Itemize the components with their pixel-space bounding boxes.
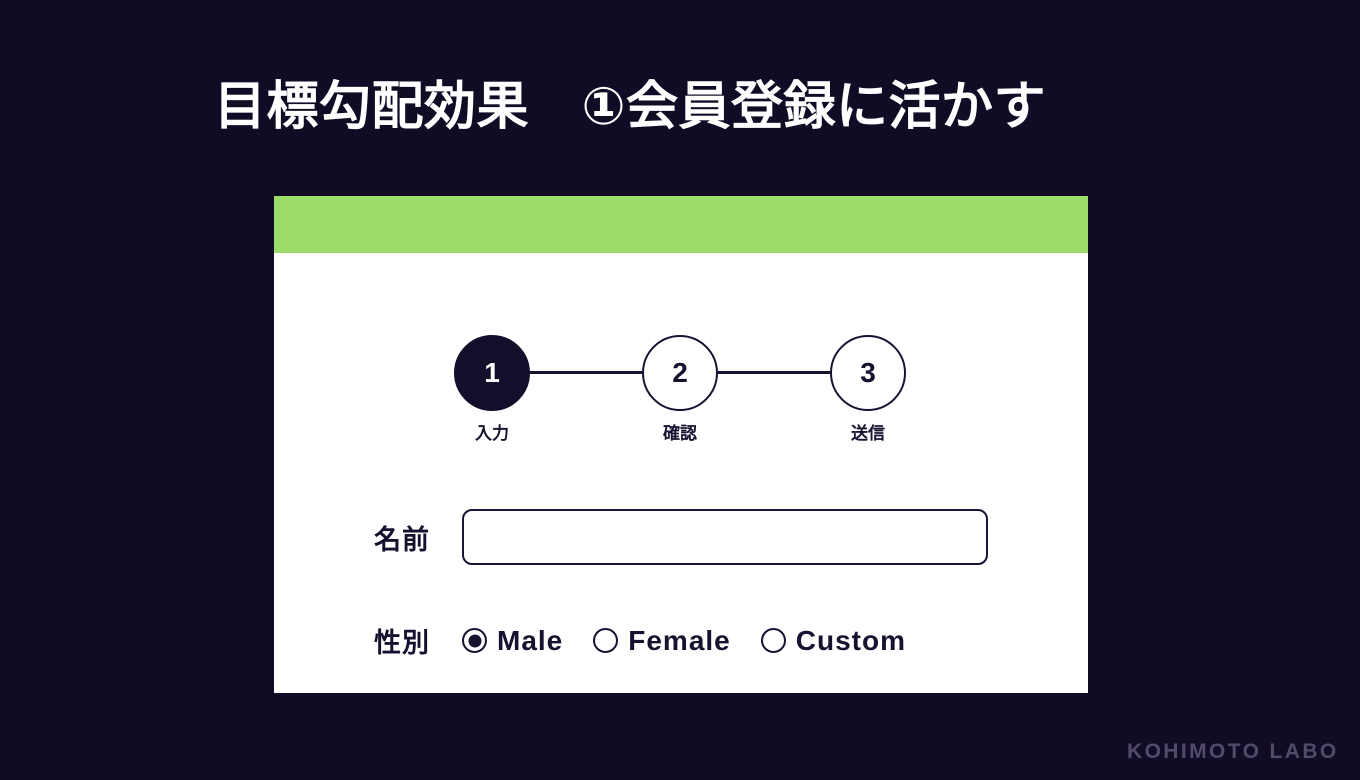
gender-field-label: 性別 bbox=[374, 628, 430, 658]
card-header-bar bbox=[274, 196, 1088, 253]
progress-stepper: 1 入力 2 確認 3 送信 bbox=[274, 335, 1088, 455]
radio-option-female[interactable]: Female bbox=[593, 625, 731, 657]
radio-unselected-icon[interactable] bbox=[760, 628, 786, 653]
gender-radio-group: Male Female Custom bbox=[462, 625, 906, 657]
watermark-text: KOHIMOTO LABO bbox=[1127, 740, 1339, 763]
step-connector-1-2 bbox=[526, 371, 646, 374]
name-field-label: 名前 bbox=[374, 524, 430, 555]
radio-option-male[interactable]: Male bbox=[462, 625, 563, 657]
step-1-circle[interactable]: 1 bbox=[454, 335, 530, 411]
stepper-track: 1 入力 2 確認 3 送信 bbox=[454, 335, 909, 443]
radio-option-custom[interactable]: Custom bbox=[760, 624, 906, 657]
radio-label-custom: Custom bbox=[795, 624, 906, 656]
step-1-label: 入力 bbox=[475, 424, 509, 443]
name-input[interactable] bbox=[462, 509, 988, 565]
step-3-label: 送信 bbox=[851, 424, 885, 443]
stepper-step-1[interactable]: 1 入力 bbox=[454, 335, 530, 443]
radio-unselected-icon[interactable] bbox=[593, 628, 619, 653]
step-2-circle[interactable]: 2 bbox=[642, 335, 718, 411]
stepper-step-2[interactable]: 2 確認 bbox=[642, 335, 718, 443]
signup-form-card: 1 入力 2 確認 3 送信 名前 bbox=[274, 196, 1088, 693]
step-connector-2-3 bbox=[714, 371, 834, 374]
step-3-circle[interactable]: 3 bbox=[830, 335, 906, 411]
stepper-step-3[interactable]: 3 送信 bbox=[830, 335, 906, 443]
card-body: 1 入力 2 確認 3 送信 名前 bbox=[274, 253, 1088, 693]
page-title: 目標勾配効果 ①会員登録に活かす bbox=[214, 78, 1047, 136]
radio-label-male: Male bbox=[497, 624, 564, 656]
name-form-row: 名前 bbox=[374, 509, 1034, 565]
gender-form-row: 性別 Male Female Custom bbox=[374, 621, 1054, 660]
radio-selected-icon[interactable] bbox=[462, 628, 487, 653]
step-2-label: 確認 bbox=[663, 424, 697, 443]
radio-label-female: Female bbox=[628, 624, 731, 656]
